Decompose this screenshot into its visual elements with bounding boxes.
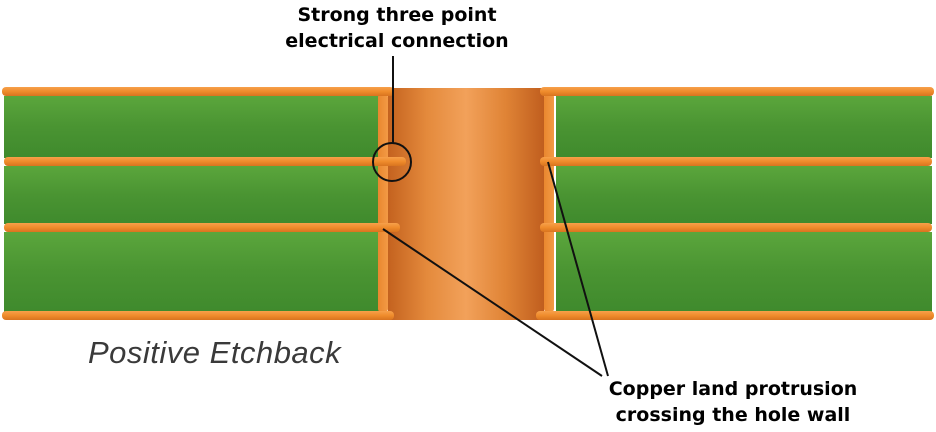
plated-hole-barrel: [388, 88, 544, 320]
connection-label-line-2: electrical connection: [285, 30, 509, 52]
diagram-caption: Positive Etchback: [88, 335, 342, 370]
copper-layer-right-inner-1: [540, 157, 932, 166]
leader-line-left-protrusion: [382, 228, 603, 377]
copper-layer-left-bottom: [2, 311, 394, 320]
laminate-band-right-1: [556, 96, 932, 158]
laminate-band-left-2: [4, 166, 384, 224]
copper-layer-right-top: [540, 87, 934, 96]
copper-layer-right-bottom: [536, 311, 934, 320]
laminate-band-right-2: [556, 166, 932, 224]
left-copper-layers: [2, 87, 406, 320]
protrusion-label-line-2: crossing the hole wall: [615, 404, 851, 426]
laminate-band-left-3: [4, 232, 384, 312]
protrusion-label: Copper land protrusion crossing the hole…: [583, 376, 883, 428]
right-laminate: [556, 96, 932, 312]
leader-line-right-protrusion: [547, 161, 609, 377]
connection-label-line-1: Strong three point: [297, 4, 497, 26]
laminate-band-right-3: [556, 232, 932, 312]
right-copper-layers: [536, 87, 934, 320]
copper-layer-left-top: [2, 87, 394, 96]
copper-layer-left-inner-2: [4, 223, 400, 232]
hole-wall-plating-left: [378, 94, 388, 312]
connection-label: Strong three point electrical connection: [252, 2, 542, 54]
copper-layer-right-inner-2: [540, 223, 932, 232]
left-laminate: [4, 96, 384, 312]
copper-layer-left-inner-1: [4, 157, 406, 166]
hole-wall-plating-right: [544, 94, 554, 312]
laminate-band-left-1: [4, 96, 384, 158]
protrusion-label-line-1: Copper land protrusion: [608, 378, 858, 400]
